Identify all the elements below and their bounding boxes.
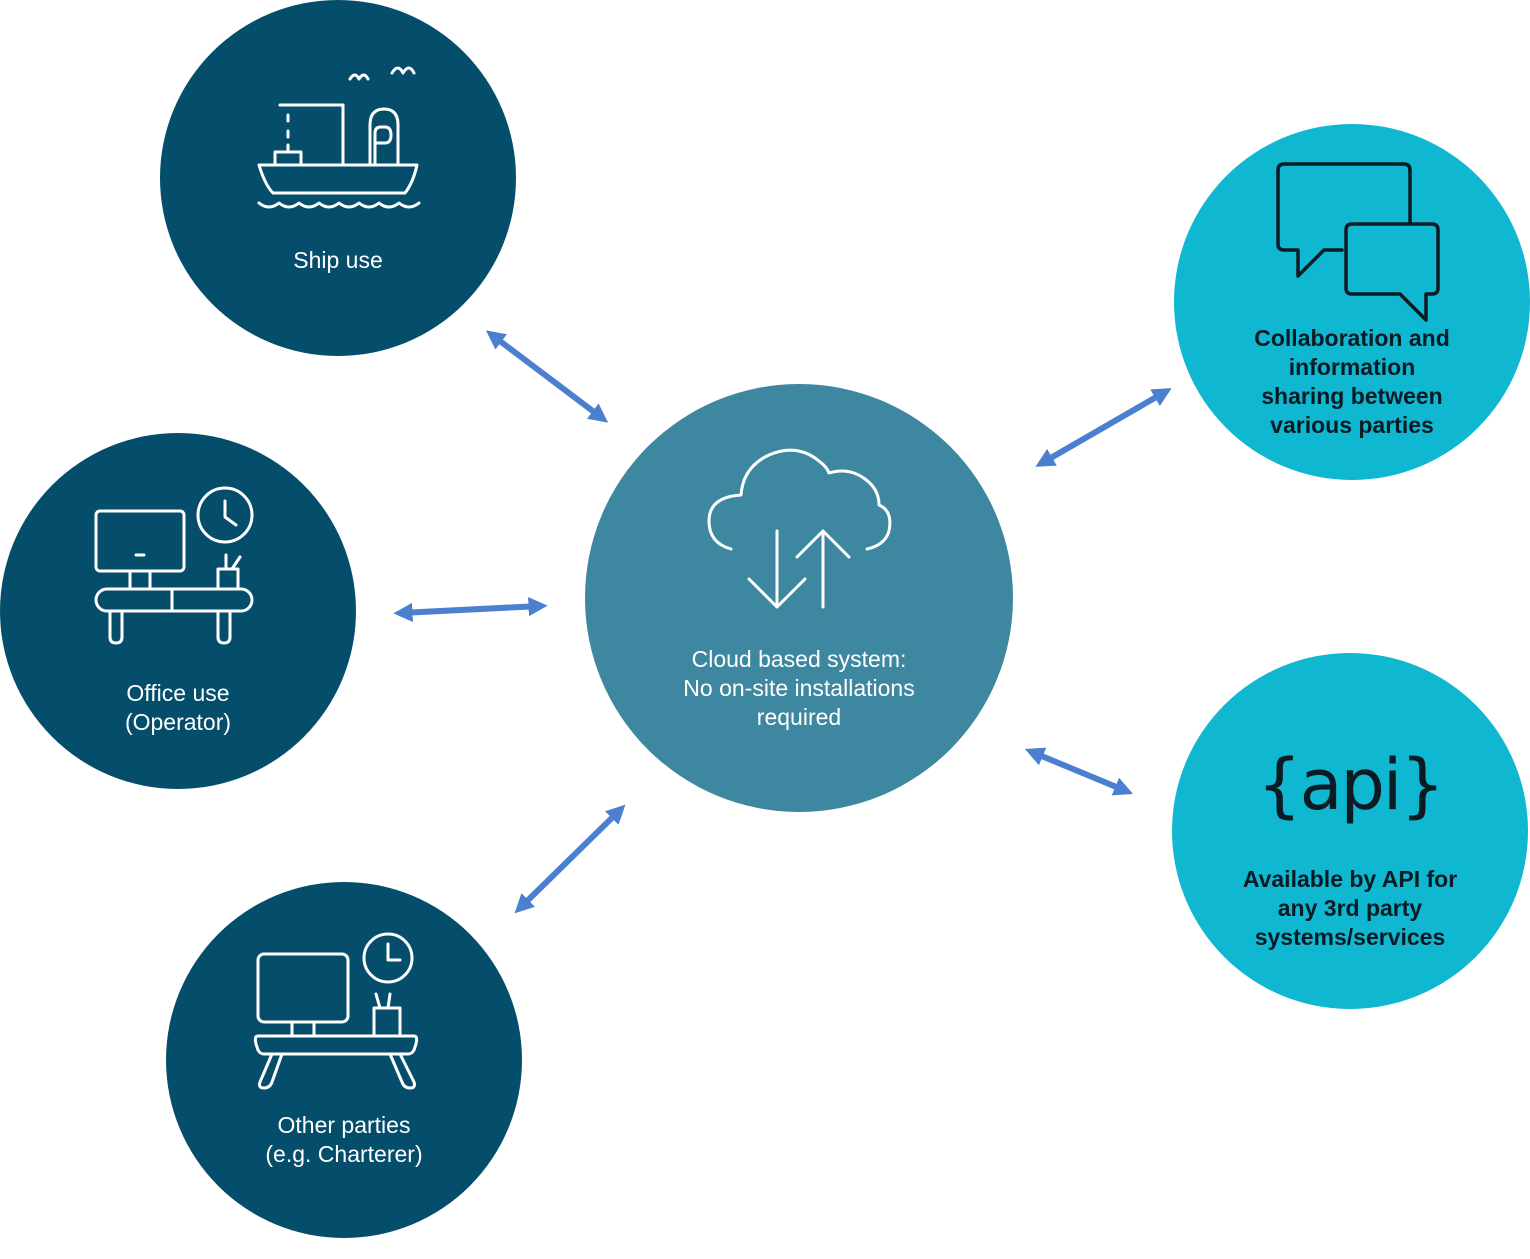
chat-bubbles-icon bbox=[1276, 162, 1440, 322]
office-use-node: Office use (Operator) bbox=[0, 433, 356, 789]
office-use-label-line1: Office use bbox=[126, 680, 230, 706]
ship-use-node: Ship use bbox=[160, 0, 516, 356]
collaboration-label-line3: sharing between bbox=[1261, 383, 1443, 409]
collaboration-label-line1: Collaboration and bbox=[1254, 325, 1450, 351]
collaboration-label-line4: various parties bbox=[1270, 412, 1434, 438]
api-label-line2: any 3rd party bbox=[1277, 895, 1423, 921]
arrow-other-center bbox=[514, 804, 626, 914]
cloud-sync-icon bbox=[707, 448, 892, 609]
arrow-office-center bbox=[393, 596, 548, 623]
api-braces-icon: {api} bbox=[1257, 744, 1445, 826]
api-label-line1: Available by API for bbox=[1242, 866, 1458, 892]
arrow-ship-center bbox=[485, 330, 609, 423]
other-parties-node: Other parties (e.g. Charterer) bbox=[166, 882, 522, 1238]
desk-clock-icon bbox=[253, 932, 419, 1090]
arrow-center-collab bbox=[1035, 388, 1172, 467]
cloud-system-label-line3: required bbox=[756, 704, 842, 730]
office-use-label-line2: (Operator) bbox=[124, 709, 232, 735]
collaboration-node: Collaboration and information sharing be… bbox=[1174, 124, 1530, 480]
api-label-line3: systems/services bbox=[1254, 924, 1446, 950]
api-node: {api} Available by API for any 3rd party… bbox=[1172, 653, 1528, 1009]
office-desk-icon bbox=[94, 486, 254, 645]
arrow-center-api bbox=[1024, 747, 1134, 796]
cloud-system-label-line1: Cloud based system: bbox=[691, 646, 907, 672]
cloud-system-node: Cloud based system: No on-site installat… bbox=[585, 384, 1013, 812]
other-parties-label-line1: Other parties bbox=[277, 1112, 411, 1138]
cloud-system-label-line2: No on-site installations bbox=[683, 675, 915, 701]
other-parties-label-line2: (e.g. Charterer) bbox=[265, 1141, 423, 1167]
collaboration-label-line2: information bbox=[1288, 354, 1416, 380]
ship-icon bbox=[257, 66, 421, 209]
ship-use-label: Ship use bbox=[293, 247, 383, 273]
